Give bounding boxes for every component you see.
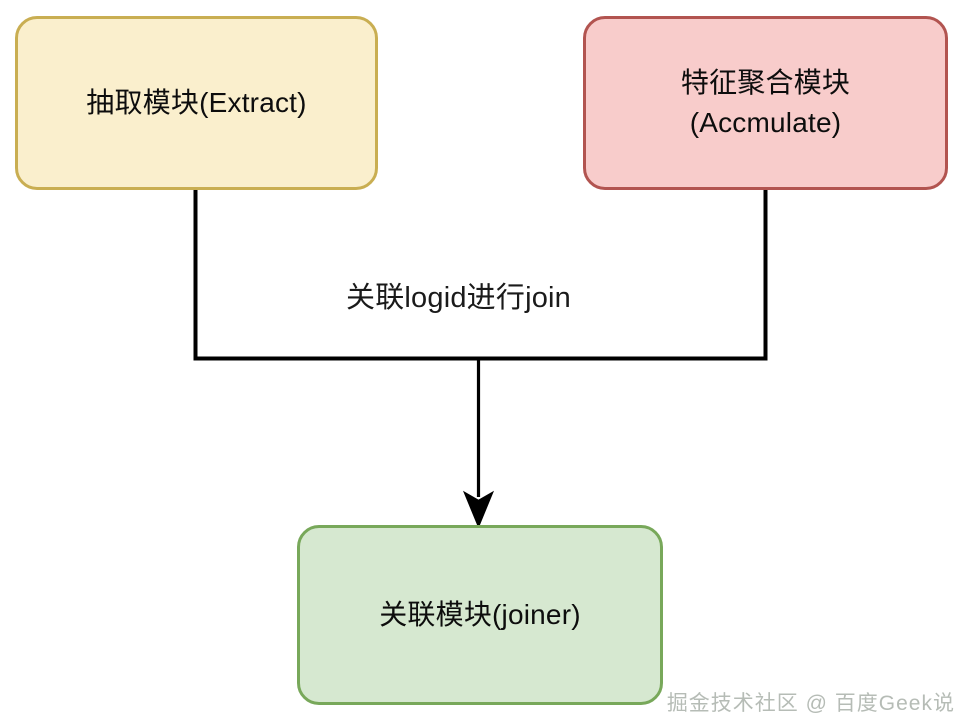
node-extract-label: 抽取模块(Extract): [86, 87, 307, 119]
node-joiner-label: 关联模块(joiner): [379, 599, 581, 631]
node-extract[interactable]: 抽取模块(Extract): [15, 16, 378, 190]
arrow-head-icon: [462, 490, 495, 529]
node-accumulate-label: 特征聚合模块 (Accmulate): [680, 67, 851, 138]
edge-label-join: 关联logid进行join: [340, 272, 578, 318]
node-joiner[interactable]: 关联模块(joiner): [297, 525, 663, 705]
watermark: 掘金技术社区 @ 百度Geek说: [666, 692, 955, 715]
node-accumulate[interactable]: 特征聚合模块 (Accmulate): [583, 16, 948, 190]
